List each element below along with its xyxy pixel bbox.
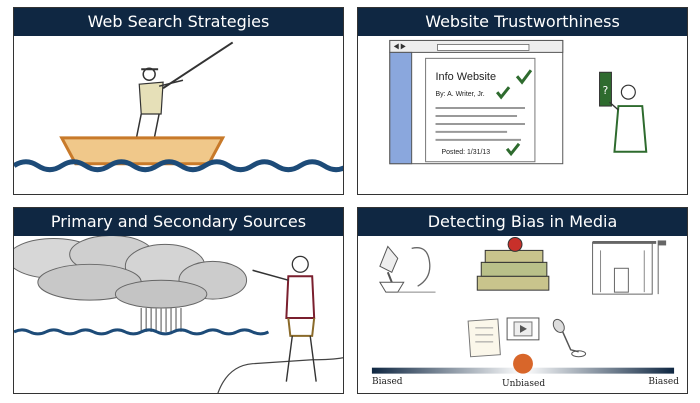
check-icon	[495, 69, 533, 157]
website-illustration: Info Website By: A. Writer, Jr. Posted: …	[389, 39, 648, 165]
video-play-icon	[506, 317, 540, 341]
bias-media-illustration	[371, 236, 675, 374]
building-icon	[592, 240, 667, 295]
site-posted: Posted: 1/31/13	[441, 149, 490, 156]
panel-title: Web Search Strategies	[14, 8, 343, 36]
panel-title: Website Trustworthiness	[358, 8, 687, 36]
rain-illustration	[140, 308, 182, 332]
document-icon	[467, 318, 501, 358]
panel-detecting-bias-in-media[interactable]: Detecting Bias in Media	[357, 207, 688, 394]
panel-primary-secondary-sources[interactable]: Primary and Secondary Sources	[13, 207, 344, 394]
panel-web-search-strategies[interactable]: Web Search Strategies	[13, 7, 344, 195]
pointing-man-illustration	[252, 255, 317, 382]
microscope-scientist-icon	[378, 245, 436, 293]
panel-title: Primary and Secondary Sources	[14, 208, 343, 236]
book-question-mark: ?	[603, 84, 609, 97]
site-author: By: A. Writer, Jr.	[436, 91, 485, 98]
microphone-icon	[552, 318, 587, 358]
person-holding-book-illustration: ?	[599, 71, 648, 153]
storm-observer-illustration	[14, 236, 343, 393]
scale-label-center: Unbiased	[502, 379, 546, 389]
panel-title: Detecting Bias in Media	[358, 208, 687, 236]
unbiased-marker	[513, 353, 533, 374]
scale-label-right: Biased	[648, 377, 679, 387]
site-heading: Info Website	[436, 71, 497, 83]
fisherman-boat-illustration	[14, 41, 343, 173]
books-apple-icon	[476, 236, 550, 291]
panel-website-trustworthiness[interactable]: Website Trustworthiness Info Website By:…	[357, 7, 688, 195]
scale-label-left: Biased	[372, 377, 403, 387]
storm-cloud-illustration	[14, 236, 248, 309]
